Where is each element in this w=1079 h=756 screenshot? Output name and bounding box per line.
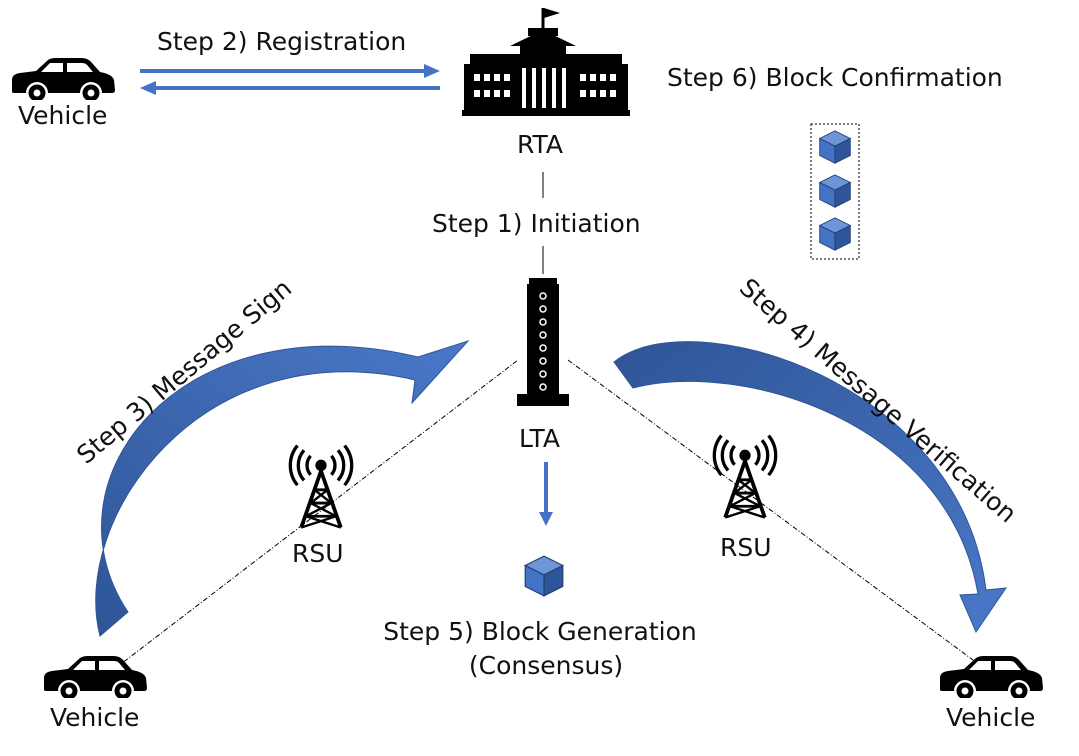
vehicle-label-bottom-right: Vehicle xyxy=(946,703,1035,732)
government-building-icon xyxy=(462,8,630,116)
car-icon xyxy=(12,58,115,100)
rta-label: RTA xyxy=(517,130,563,159)
block-chain xyxy=(810,123,860,260)
vehicle-label-top: Vehicle xyxy=(18,101,107,130)
cell-tower-icon xyxy=(288,444,354,530)
step6-label: Step 6) Block Confirmation xyxy=(667,63,1003,92)
cube-icon xyxy=(819,217,851,251)
vehicle-label-bottom-left: Vehicle xyxy=(50,703,139,732)
car-icon xyxy=(44,656,147,698)
step5-label-line2: (Consensus) xyxy=(469,651,623,680)
rsu-label-left: RSU xyxy=(292,539,344,568)
lta-down-arrow xyxy=(539,462,553,526)
cube-icon xyxy=(524,555,564,597)
office-tower-icon xyxy=(517,278,569,406)
cell-tower-icon xyxy=(712,434,778,520)
cube-icon xyxy=(819,130,851,164)
step2-label: Step 2) Registration xyxy=(157,27,406,56)
left-dashdot-link xyxy=(99,359,519,681)
rsu-label-right: RSU xyxy=(720,533,772,562)
registration-arrows xyxy=(140,64,440,95)
step3-curved-arrow xyxy=(95,339,470,637)
step4-curved-arrow xyxy=(613,341,1008,634)
lta-label: LTA xyxy=(519,424,560,453)
step5-label-line1: Step 5) Block Generation xyxy=(383,617,697,646)
step4-label: Step 4) Message Verification xyxy=(734,273,1022,529)
car-icon xyxy=(940,656,1043,698)
step1-label: Step 1) Initiation xyxy=(432,209,641,238)
cube-icon xyxy=(819,174,851,208)
